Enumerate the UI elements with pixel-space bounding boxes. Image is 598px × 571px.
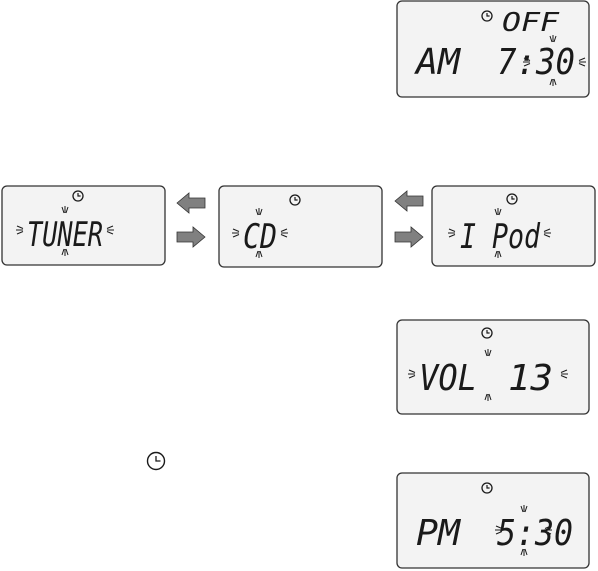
alarm-set-panel: PM 5:30 [397,473,589,568]
alarm-status-text: OFF [502,8,561,38]
volume-label: VOL [419,358,477,399]
tuner-panel: TUNER [2,186,165,265]
clock-icon [148,453,165,470]
arrow-left-icon [395,191,423,211]
arrow-right-icon [395,227,423,247]
alarm-time-text: 7:30 [497,42,575,83]
ipod-label: I Pod [460,217,540,257]
volume-panel: VOL 13 [397,320,589,414]
ipod-panel: I Pod [432,186,595,266]
volume-value: 13 [508,358,553,399]
alarm-period-text: AM [414,42,461,83]
alarm-set-time: 5:30 [497,513,573,554]
arrow-right-icon [177,227,205,247]
cd-panel: CD [219,186,382,267]
alarm-set-period: PM [416,513,461,554]
arrow-left-icon [177,193,205,213]
alarm-off-panel: OFF AM 7:30 [397,1,589,97]
